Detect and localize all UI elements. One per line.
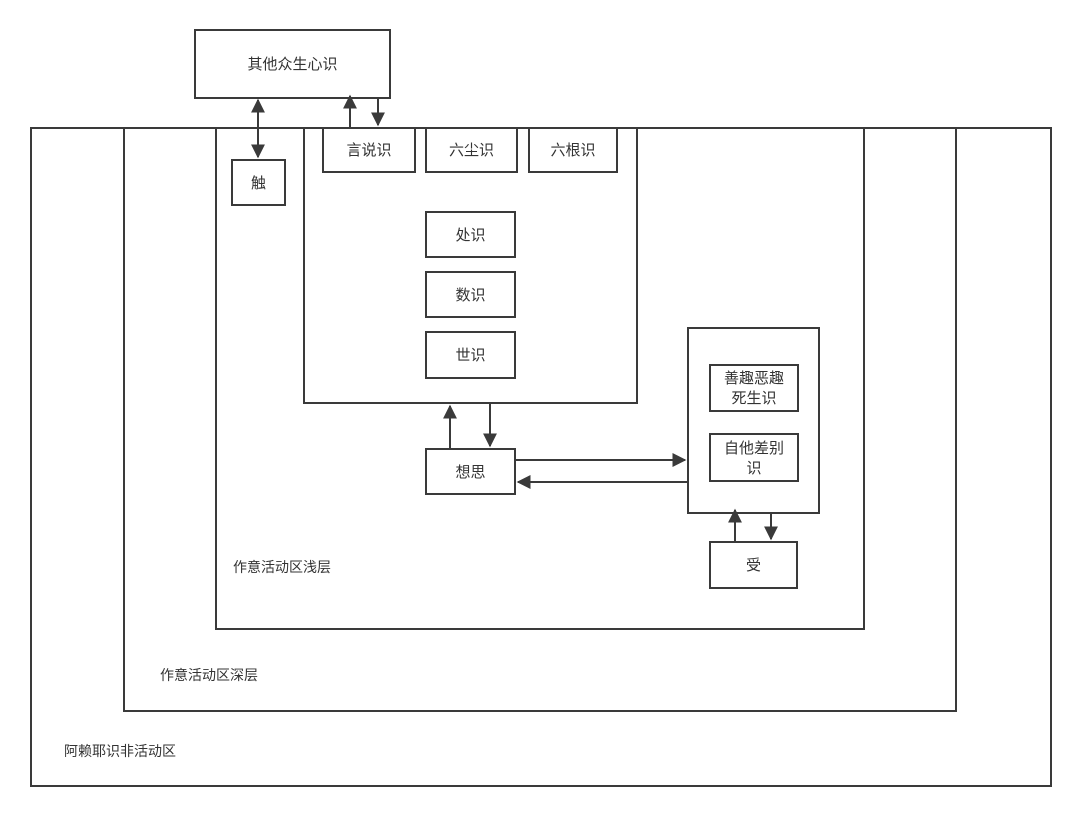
others-mind-node: 其他众生心识: [194, 29, 391, 99]
six-root-node: 六根识: [528, 127, 618, 173]
feeling-node: 受: [709, 541, 798, 589]
place-node: 处识: [425, 211, 516, 258]
alaya-inactive-label: 阿赖耶识非活动区: [64, 744, 176, 760]
number-node: 数识: [425, 271, 516, 318]
attention-shallow-label: 作意活动区浅层: [233, 560, 331, 576]
speech-node: 言说识: [322, 127, 416, 173]
right-group-region: [687, 327, 820, 514]
good-evil-node: 善趣恶趣死生识: [709, 364, 799, 412]
world-node: 世识: [425, 331, 516, 379]
touch-node: 触: [231, 159, 286, 206]
six-dust-node: 六尘识: [425, 127, 518, 173]
attention-deep-label: 作意活动区深层: [160, 668, 258, 684]
self-other-node: 自他差别识: [709, 433, 799, 482]
thought-node: 想思: [425, 448, 516, 495]
